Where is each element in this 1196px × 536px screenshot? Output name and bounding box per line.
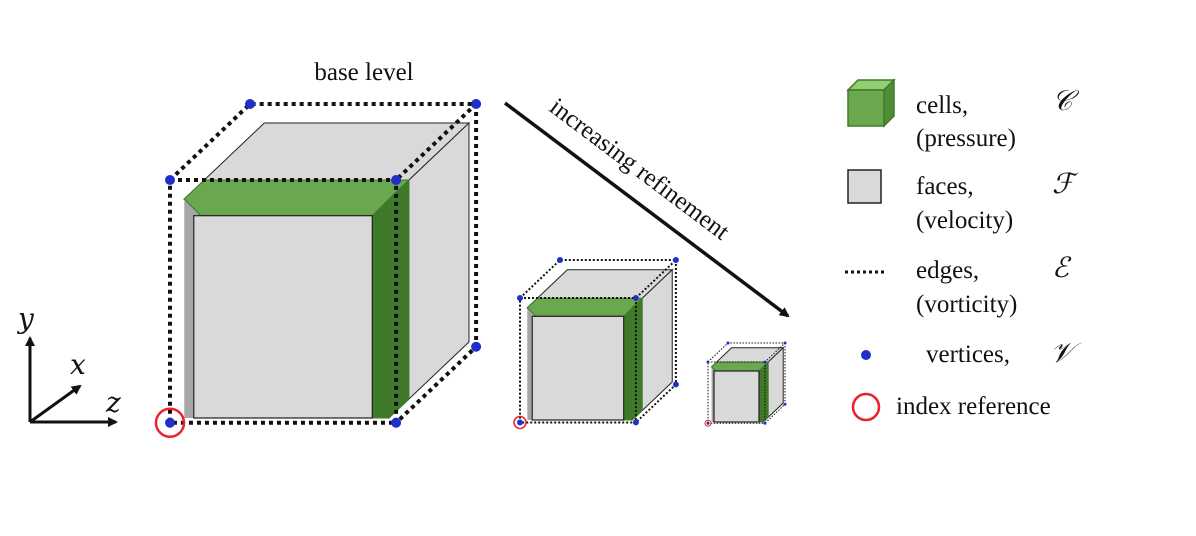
vertex-5 bbox=[783, 402, 787, 406]
legend-cells-icon bbox=[846, 78, 896, 128]
legend-faces-name: faces, bbox=[916, 173, 974, 200]
legend-faces-symbol: ℱ bbox=[1052, 167, 1079, 200]
vertex-1 bbox=[391, 175, 402, 185]
vertex-5 bbox=[471, 341, 482, 352]
vertex-6 bbox=[706, 421, 710, 425]
base-level-title: base level bbox=[314, 59, 413, 86]
refinement-arrow bbox=[503, 101, 790, 318]
index-reference-marker bbox=[704, 419, 712, 427]
y-axis-label: y bbox=[16, 302, 35, 335]
legend-faces-icon bbox=[847, 169, 882, 204]
vertex-6 bbox=[517, 419, 523, 426]
legend: cells, (pressure) 𝒞 faces, (velocity) ℱ … bbox=[845, 78, 1082, 422]
vertex-4 bbox=[391, 417, 402, 428]
vertex-0 bbox=[165, 175, 175, 185]
legend-cells-quantity: (pressure) bbox=[916, 125, 1016, 152]
cell-right-strip bbox=[371, 178, 410, 419]
legend-cells-name: cells, bbox=[916, 92, 968, 119]
legend-vertices-symbol: 𝒱 bbox=[1050, 336, 1082, 369]
vertex-2 bbox=[557, 257, 563, 263]
legend-edges-quantity: (vorticity) bbox=[916, 291, 1017, 318]
cell-right-strip bbox=[623, 297, 643, 421]
cube-base-level bbox=[154, 99, 482, 439]
face-front bbox=[531, 315, 625, 421]
vertex-2 bbox=[245, 99, 255, 109]
index-reference-marker bbox=[513, 415, 527, 430]
refinement-arrow-label: increasing refinement bbox=[544, 93, 734, 245]
legend-cells-symbol: 𝒞 bbox=[1052, 84, 1080, 117]
vertex-3 bbox=[672, 257, 679, 263]
legend-vertices-icon bbox=[861, 350, 871, 360]
edges-top bbox=[519, 259, 679, 299]
x-axis-label: x bbox=[70, 348, 86, 381]
legend-edges-symbol: ℰ bbox=[1052, 251, 1072, 284]
face-front bbox=[193, 215, 373, 419]
legend-edges-name: edges, bbox=[916, 257, 979, 284]
vertex-0 bbox=[706, 360, 710, 364]
vertex-1 bbox=[632, 295, 639, 301]
cube-refined-level-1 bbox=[513, 257, 679, 430]
index-reference-marker bbox=[154, 407, 186, 439]
legend-index-name: index reference bbox=[896, 393, 1051, 420]
vertex-4 bbox=[763, 421, 767, 425]
vertex-5 bbox=[672, 381, 679, 388]
x-axis-arrow bbox=[29, 384, 82, 424]
vertex-1 bbox=[763, 360, 767, 364]
legend-faces-quantity: (velocity) bbox=[916, 207, 1013, 234]
cell-right-strip bbox=[758, 360, 769, 423]
vertex-4 bbox=[632, 419, 639, 426]
vertex-3 bbox=[783, 341, 787, 345]
z-axis-label: z bbox=[105, 386, 121, 419]
cube-refined-level-2 bbox=[704, 341, 787, 427]
vertex-3 bbox=[471, 99, 482, 109]
legend-vertices-name: vertices, bbox=[926, 341, 1010, 368]
vertex-0 bbox=[517, 295, 523, 301]
vertex-6 bbox=[165, 417, 175, 428]
vertex-2 bbox=[726, 341, 730, 345]
cell-top-strip bbox=[183, 179, 411, 217]
cell-top-strip bbox=[526, 297, 644, 317]
axes-indicator: y x z bbox=[16, 302, 121, 427]
legend-index-icon bbox=[851, 392, 881, 422]
face-front bbox=[713, 370, 760, 423]
